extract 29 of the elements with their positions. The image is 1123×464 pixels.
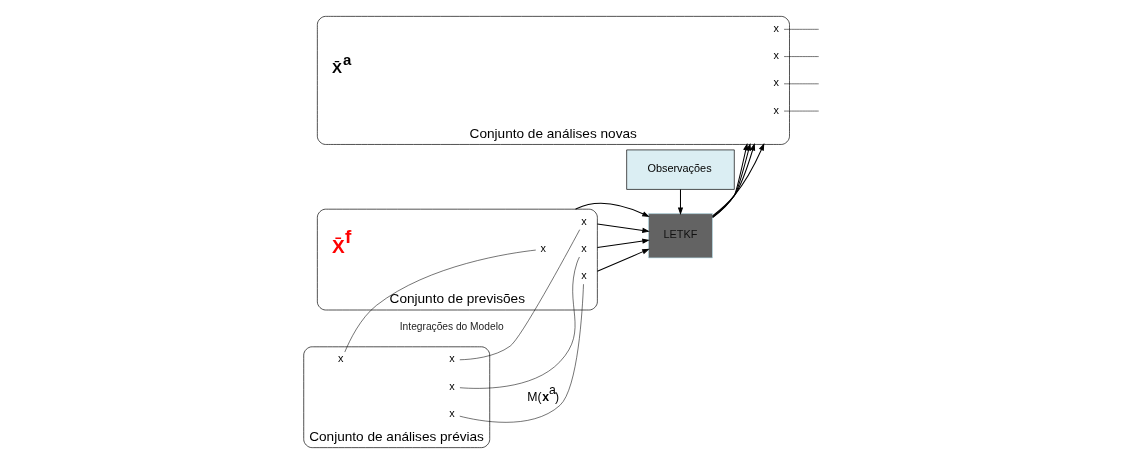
connector: [344, 249, 537, 353]
node-text: x: [581, 269, 587, 282]
node-text: x: [581, 214, 587, 227]
node-text: x: [773, 21, 779, 34]
connector: [459, 256, 580, 389]
connector: [783, 29, 819, 30]
node-text: x: [449, 406, 455, 419]
arrow: [575, 202, 650, 217]
connector: [459, 229, 580, 361]
connector: [783, 110, 819, 112]
arrow: [677, 189, 684, 216]
arrow: [712, 143, 765, 217]
connector: [459, 283, 584, 423]
node-text: x: [338, 352, 344, 365]
arrow: [596, 248, 650, 272]
node-text: x: [581, 241, 587, 254]
node-text: x: [773, 49, 779, 62]
connector: [783, 83, 819, 85]
label: Integrações do Modelo: [399, 321, 504, 333]
arrow: [596, 238, 650, 249]
node-text: x: [449, 352, 455, 365]
arrow: [596, 223, 650, 233]
node-box: LETKF: [648, 213, 713, 259]
connector: [783, 56, 819, 57]
node-text: x: [449, 379, 455, 392]
node-text: x: [773, 103, 779, 116]
node-box: Observações: [626, 149, 735, 190]
node-text: x: [540, 241, 546, 254]
node-text: x: [773, 76, 779, 89]
